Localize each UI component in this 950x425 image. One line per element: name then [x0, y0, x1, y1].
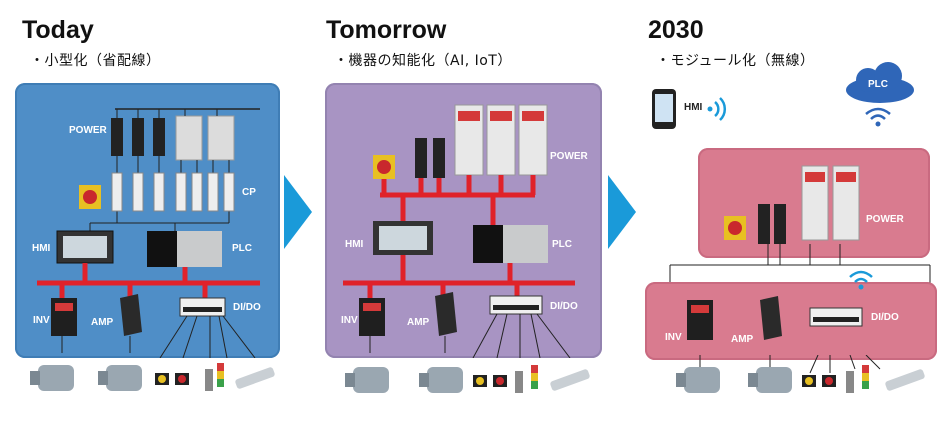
- wifi-icon: [865, 107, 891, 127]
- amp-label: AMP: [407, 317, 430, 328]
- wireless-signal-icon: [707, 97, 727, 121]
- power-module-panel: POWER: [698, 148, 930, 258]
- arrow-right-icon: [608, 175, 636, 249]
- cylinder-icon: [550, 369, 590, 391]
- power-module-diagram: [724, 165, 860, 244]
- dido-label: DI/DO: [233, 302, 261, 313]
- hmi-label: HMI: [684, 102, 703, 113]
- io-module-panel: INV AMP DI/DO: [645, 282, 937, 360]
- hmi-label: HMI: [32, 243, 51, 254]
- smartphone-icon: [652, 89, 676, 129]
- breaker-icon: [111, 115, 235, 161]
- y2030-subtitle: ・モジュール化（無線）: [656, 53, 815, 69]
- today-subtitle: ・小型化（省配線）: [30, 53, 161, 69]
- hmi-label: HMI: [345, 239, 364, 250]
- motor-icon: [676, 367, 720, 393]
- tomorrow-subtitle: ・機器の知能化（AI, IoT）: [334, 53, 512, 69]
- switch-icon: [473, 375, 487, 387]
- power-label: POWER: [550, 151, 588, 162]
- amp-label: AMP: [731, 334, 754, 345]
- today-wiring-diagram: [37, 108, 260, 358]
- today-field-devices: [30, 363, 275, 391]
- y2030-title: 2030: [648, 16, 704, 44]
- tomorrow-field-devices: [345, 365, 590, 393]
- motor-icon: [345, 367, 389, 393]
- cylinder-icon: [885, 369, 925, 391]
- arrow-right-icon: [284, 175, 312, 249]
- switch-icon: [802, 375, 816, 387]
- y2030-field-devices: [676, 355, 925, 393]
- switch-icon: [155, 373, 169, 385]
- smart-breaker-icon: [801, 165, 860, 241]
- motor-icon: [419, 367, 463, 393]
- sensor-icon: [205, 369, 213, 391]
- power-label: POWER: [866, 214, 904, 225]
- tomorrow-panel: POWER HMI PLC INV AMP DI/DO: [325, 83, 602, 358]
- smart-breaker-icon: [454, 104, 548, 176]
- wifi-icon: [849, 270, 873, 290]
- signal-tower-icon: [531, 365, 538, 389]
- plc-label: PLC: [232, 243, 252, 254]
- emergency-stop-icon: [724, 216, 746, 240]
- power-label: POWER: [69, 125, 107, 136]
- signal-tower-icon: [862, 365, 869, 389]
- sensor-icon: [846, 371, 854, 393]
- today-panel: POWER CP HMI PLC INV AMP DI/DO: [15, 83, 280, 358]
- tomorrow-wiring-diagram: [343, 104, 575, 358]
- plc-label: PLC: [868, 79, 888, 90]
- dido-label: DI/DO: [550, 301, 578, 312]
- sensor-icon: [515, 371, 523, 393]
- motor-icon: [748, 367, 792, 393]
- signal-tower-icon: [217, 363, 224, 387]
- today-title: Today: [22, 16, 94, 44]
- plc-label: PLC: [552, 239, 572, 250]
- inv-label: INV: [665, 332, 682, 343]
- emergency-stop-icon: [79, 185, 101, 209]
- io-module-diagram: [687, 296, 863, 340]
- inv-label: INV: [33, 315, 50, 326]
- button-icon: [822, 375, 836, 387]
- cp-label: CP: [242, 187, 256, 198]
- button-icon: [175, 373, 189, 385]
- button-icon: [493, 375, 507, 387]
- emergency-stop-icon: [373, 155, 395, 179]
- cylinder-icon: [235, 367, 275, 389]
- dido-label: DI/DO: [871, 312, 899, 323]
- tomorrow-title: Tomorrow: [326, 16, 447, 44]
- inv-label: INV: [341, 315, 358, 326]
- motor-icon: [30, 365, 74, 391]
- motor-icon: [98, 365, 142, 391]
- amp-label: AMP: [91, 317, 114, 328]
- cloud-icon: [846, 62, 914, 103]
